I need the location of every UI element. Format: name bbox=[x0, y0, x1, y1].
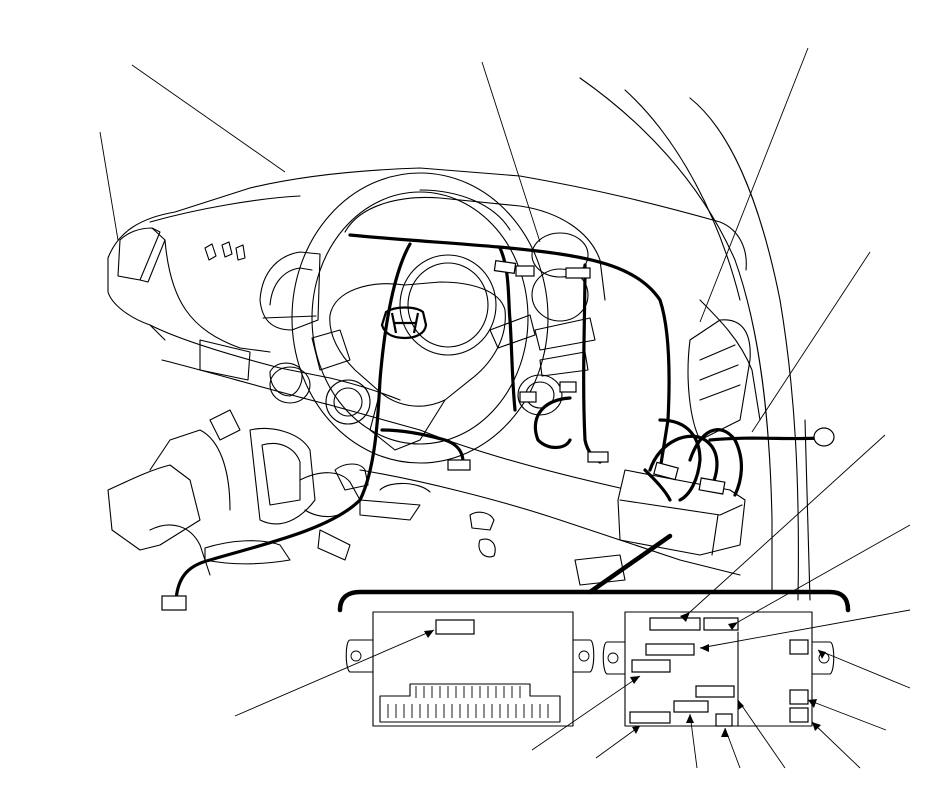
gauge-connector-2 bbox=[515, 265, 535, 277]
rear-connector-pins bbox=[387, 686, 549, 718]
callout-dashboard-outline bbox=[131, 64, 286, 173]
under-dash-fuse-box bbox=[617, 461, 746, 556]
fuse-conn-b bbox=[703, 617, 739, 631]
steering-wheel bbox=[291, 172, 549, 464]
gauge-connector-1 bbox=[493, 259, 517, 275]
fuse-conn-j bbox=[789, 689, 809, 705]
fuse-box-front-view bbox=[602, 611, 835, 727]
callout-left-vent bbox=[99, 131, 119, 241]
clock-connector bbox=[519, 391, 537, 403]
fuse-conn-d bbox=[631, 659, 671, 673]
grommet bbox=[813, 427, 835, 447]
fuse-conn-e bbox=[695, 685, 735, 698]
fuse-box-rear-view bbox=[345, 611, 595, 727]
fuse-conn-a bbox=[649, 617, 701, 631]
fuse-conn-c bbox=[645, 643, 695, 656]
fuse-conn-i bbox=[789, 639, 809, 655]
wire-harness bbox=[174, 233, 822, 602]
lower-connector-1 bbox=[447, 459, 471, 471]
callout-grommet-harness bbox=[751, 251, 871, 433]
lower-connector-2 bbox=[587, 451, 609, 463]
ground-connector bbox=[161, 595, 187, 611]
rear-label-box bbox=[435, 619, 475, 635]
callout-right-a-pillar bbox=[699, 47, 809, 323]
instrument-cluster bbox=[269, 196, 606, 425]
harness-connectors bbox=[161, 259, 835, 611]
fuse-conn-f bbox=[673, 700, 709, 713]
detail-bracket bbox=[337, 533, 851, 613]
callout-gauge-connector bbox=[481, 61, 541, 243]
switch-connector bbox=[559, 381, 577, 393]
callout-lines bbox=[99, 47, 911, 769]
callout-arrowheads bbox=[424, 612, 826, 737]
gauge-connector-3 bbox=[565, 267, 591, 279]
fuse-conn-k bbox=[789, 707, 809, 723]
honda-h-logo bbox=[380, 306, 428, 340]
fuse-conn-h bbox=[629, 711, 671, 724]
callout-fuse-box-front-conn bbox=[689, 434, 886, 613]
dashboard-panel bbox=[107, 77, 811, 601]
fuse-conn-g bbox=[715, 713, 733, 727]
